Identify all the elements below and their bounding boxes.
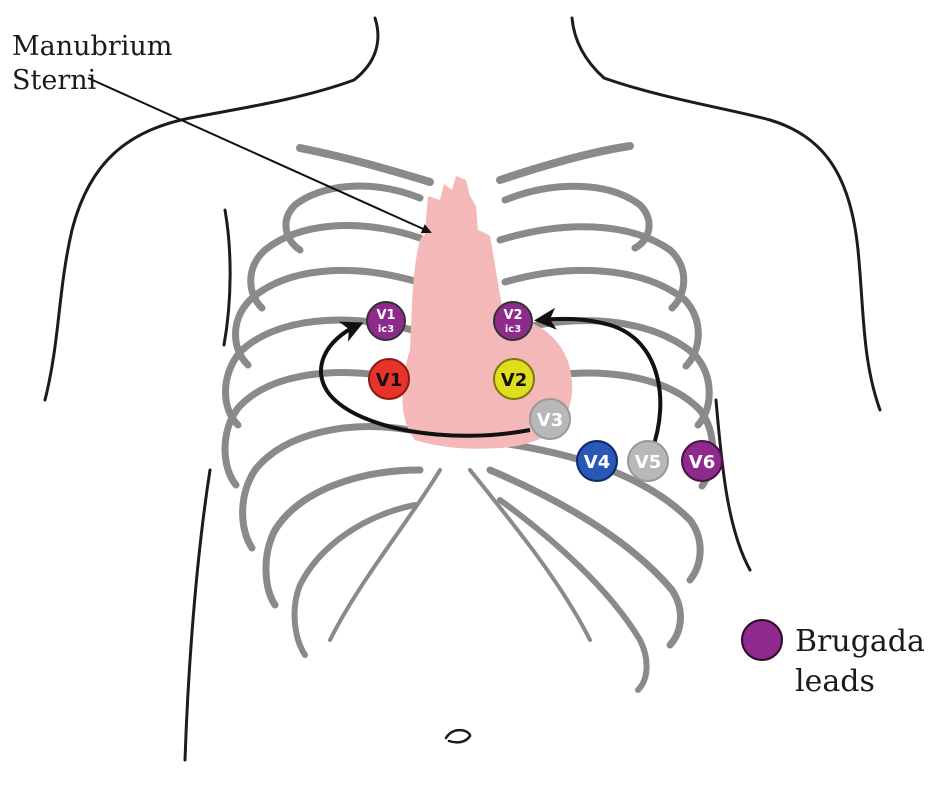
manubrium-arrow — [88, 78, 430, 232]
rib-right-8 — [500, 500, 647, 690]
lead-v6-label: V6 — [689, 452, 715, 473]
lead-v2-label: V2 — [501, 370, 527, 391]
rib-right-7 — [490, 470, 680, 645]
lead-marker-v4: V4 — [577, 441, 617, 481]
right-torso-line — [716, 400, 750, 570]
lead-marker-v1-ic3: V1 ic3 — [367, 302, 405, 340]
lead-v1-ic3-sub: ic3 — [378, 324, 394, 335]
lead-v5-label: V5 — [635, 452, 661, 473]
lead-marker-v3: V3 — [530, 399, 570, 439]
manubrium-label-line2: Sterni — [12, 64, 172, 98]
rib-left-2 — [251, 226, 420, 309]
legend-label: Brugada leads — [795, 622, 925, 702]
lead-marker-v1: V1 — [369, 359, 409, 399]
rib-right-1 — [505, 186, 649, 248]
lead-marker-v6: V6 — [682, 441, 722, 481]
manubrium-label: Manubrium Sterni — [12, 30, 172, 98]
lead-marker-v2: V2 — [494, 359, 534, 399]
left-armpit-line — [224, 210, 230, 345]
lead-v2-ic3-label: V2 — [503, 308, 522, 323]
lead-v2-ic3-sub: ic3 — [505, 324, 521, 335]
lead-v1-ic3-label: V1 — [376, 308, 395, 323]
lead-v1-label: V1 — [376, 370, 402, 391]
legend-swatch — [742, 620, 782, 660]
clavicle-right — [500, 146, 630, 180]
neck-right-line — [572, 18, 604, 78]
lead-marker-v5: V5 — [628, 441, 668, 481]
legend-label-line1: Brugada — [795, 622, 925, 662]
lead-v3-label: V3 — [537, 410, 563, 431]
lead-marker-v2-ic3: V2 ic3 — [494, 302, 532, 340]
costal-margin-left — [330, 470, 440, 640]
manubrium-label-line1: Manubrium — [12, 30, 172, 64]
costal-margin-right — [470, 470, 590, 640]
neck-left-line — [354, 18, 378, 80]
navel-mark — [446, 730, 470, 742]
rib-left-8 — [295, 505, 415, 655]
left-torso-line — [185, 470, 210, 760]
clavicle-left — [300, 148, 430, 182]
legend-label-line2: leads — [795, 662, 925, 702]
lead-v4-label: V4 — [584, 452, 610, 473]
